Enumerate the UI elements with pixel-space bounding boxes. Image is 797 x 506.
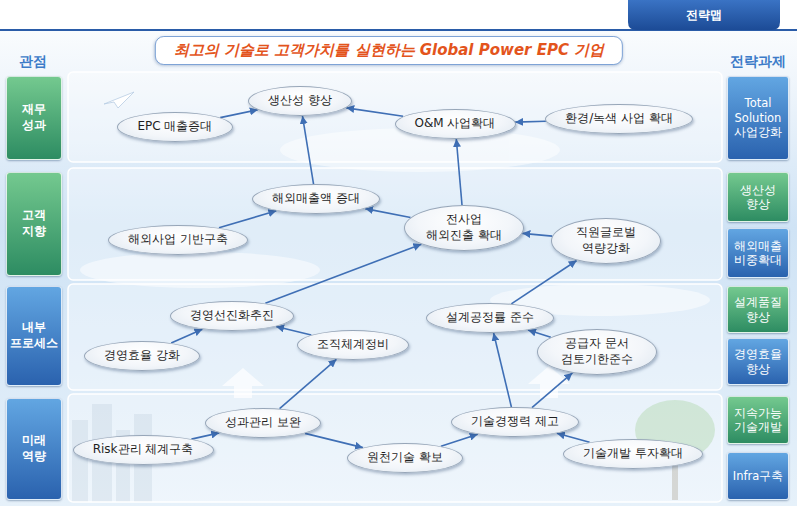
arrow-connector: [305, 433, 363, 447]
strategy-task-box: 해외매출 비중확대: [727, 228, 789, 278]
perspective-box: 재무 성과: [6, 76, 62, 160]
arrow-connector: [171, 329, 202, 343]
perspective-box: 고객 지향: [6, 172, 62, 276]
node-text: 생산성 향상: [730, 183, 786, 212]
arrow-connector: [532, 373, 572, 408]
node-text: EPC 매출증대: [137, 119, 212, 135]
arrow-connector: [522, 233, 552, 236]
arrow-connector: [515, 120, 546, 123]
arrow-connector: [191, 433, 219, 439]
arrow-connector: [276, 327, 311, 335]
arrow-connector: [456, 139, 462, 205]
objective-oval: O&M 사업확대: [395, 109, 516, 139]
node-text: 미래 역량: [9, 433, 59, 464]
strategy-task-box: 지속가능 기술개발: [727, 396, 789, 444]
node-text: 해외매출 비중확대: [730, 239, 786, 268]
arrow-connector: [365, 209, 410, 218]
tab-label: 전략맵: [686, 7, 722, 24]
objective-oval: 직원글로벌 역량강화: [551, 218, 661, 264]
node-text: 환경/녹색 사업 확대: [565, 111, 673, 127]
node-text: 기술경쟁력 제고: [471, 414, 559, 430]
node-text: Infra구축: [733, 469, 784, 483]
node-text: 경영효율 강화: [104, 348, 180, 364]
node-text: 공급자 문서 검토기한준수: [557, 336, 637, 367]
node-text: 직원글로벌 역량강화: [571, 225, 641, 256]
node-text: 재무 성과: [9, 102, 59, 133]
arrow-connector: [219, 211, 276, 228]
column-heading: 전략과제: [730, 53, 786, 71]
objective-oval: Risk관리 체계구축: [73, 435, 214, 465]
objective-oval: 경영선진화추진: [170, 301, 294, 331]
title-text: 최고의 기술로 고객가치를 실현하는 Global Power EPC 기업: [155, 36, 623, 65]
objective-oval: 설계공정률 준수: [426, 303, 554, 333]
paper-plane: [104, 92, 134, 108]
objective-oval: 환경/녹색 사업 확대: [545, 104, 693, 134]
node-text: 생산성 향상: [268, 93, 332, 109]
arrow-connector: [265, 244, 421, 303]
tab: [628, 0, 780, 30]
node-text: 기술개발 투자확대: [583, 446, 683, 462]
objective-oval: 기술경쟁력 제고: [451, 407, 579, 437]
node-text: 해외사업 기반구축: [128, 232, 228, 248]
arrow-connector: [441, 434, 478, 446]
node-text: 해외매출액 증대: [272, 191, 360, 207]
arrow-connector: [280, 359, 337, 408]
strategy-task-box: 설계품질 향상: [727, 286, 789, 333]
node-text: 조직체계정비: [317, 337, 389, 353]
node-text: 경영효율 향상: [730, 347, 786, 376]
node-text: 지속가능 기술개발: [730, 406, 786, 435]
objective-oval: EPC 매출증대: [117, 112, 233, 142]
objective-oval: 기술개발 투자확대: [563, 439, 703, 469]
node-text: O&M 사업확대: [415, 116, 496, 132]
node-text: 성과관리 보완: [225, 415, 301, 431]
node-text: 원천기술 확보: [367, 450, 443, 466]
arrow-connector: [220, 110, 258, 118]
strategy-task-box: 경영효율 향상: [727, 338, 789, 385]
node-text: Total Solution 사업강화: [730, 96, 786, 139]
perspective-box: 미래 역량: [6, 398, 62, 500]
arrow-connector: [494, 333, 512, 407]
arrow-connector: [528, 330, 551, 337]
objective-oval: 해외매출액 증대: [252, 184, 380, 214]
arrow-connector: [511, 260, 576, 303]
arrow-connector: [557, 433, 590, 442]
perspective-bands: [68, 72, 722, 502]
strategy-task-box: Total Solution 사업강화: [727, 76, 789, 160]
strategy-task-box: 생산성 향상: [727, 172, 789, 222]
arrow-connector: [302, 116, 313, 184]
strategy-task-box: Infra구축: [727, 452, 789, 500]
arrow-connector: [346, 108, 403, 116]
perspective-box: 내부 프로세스: [6, 286, 62, 386]
objective-oval: 조직체계정비: [297, 330, 409, 360]
objective-oval: 해외사업 기반구축: [108, 225, 248, 255]
objective-oval: 전사업 해외진출 확대: [404, 205, 524, 251]
node-text: 내부 프로세스: [9, 320, 59, 351]
objective-oval: 공급자 문서 검토기한준수: [537, 329, 657, 375]
objective-oval: 생산성 향상: [248, 86, 352, 116]
node-text: 설계공정률 준수: [446, 310, 534, 326]
node-text: 고객 지향: [9, 208, 59, 239]
node-text: Risk관리 체계구축: [93, 442, 194, 458]
objective-oval: 성과관리 보완: [205, 408, 321, 438]
node-text: 설계품질 향상: [730, 295, 786, 324]
node-text: 경영선진화추진: [190, 308, 274, 324]
top-strip: [0, 0, 797, 30]
column-heading: 관점: [19, 53, 47, 71]
objective-oval: 경영효율 강화: [84, 341, 200, 371]
node-text: 전사업 해외진출 확대: [424, 212, 504, 243]
up-arrows: [222, 366, 570, 398]
objective-oval: 원천기술 확보: [347, 443, 463, 473]
